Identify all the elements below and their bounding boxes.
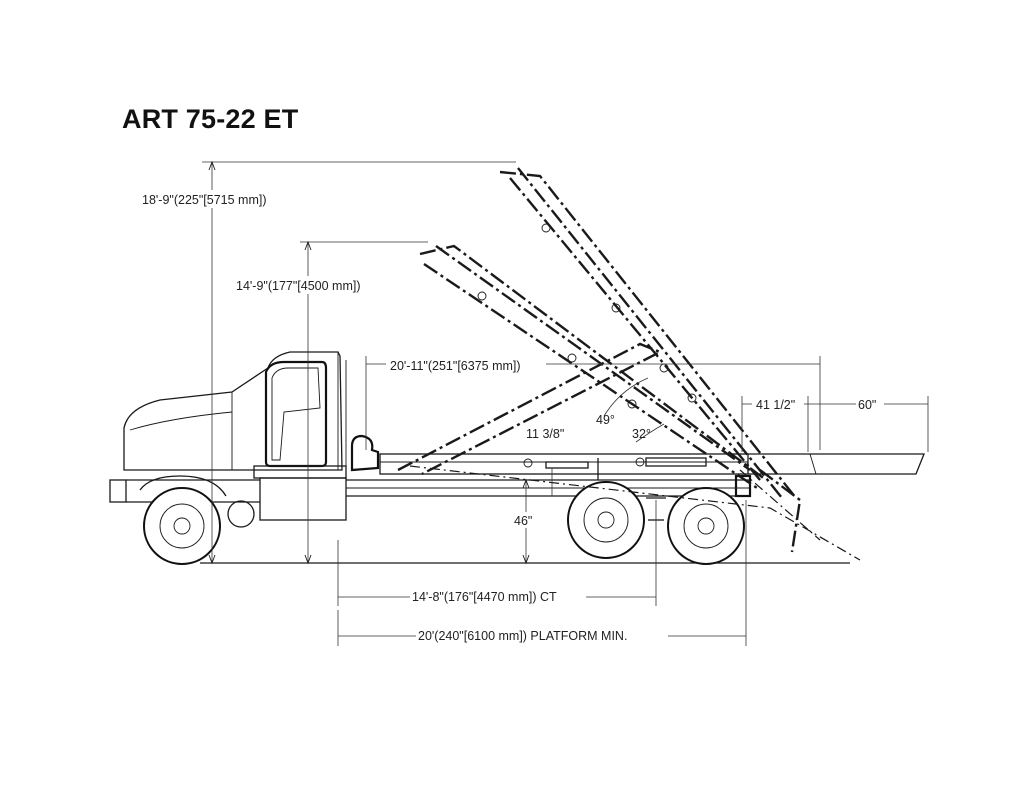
dim-frame-gap: 11 3/8": [526, 427, 564, 441]
dim-mid-height: 14'-9"(177"[4500 mm]): [236, 279, 361, 293]
dim-frame-height: 46": [514, 514, 532, 528]
dim-hook-reach: 20'-11"(251"[6375 mm]): [390, 359, 521, 373]
front-wheel: [143, 487, 221, 565]
front-hook: [350, 434, 380, 472]
dim-lines: [202, 160, 929, 646]
fuel-tank: [259, 477, 347, 521]
rear-wheel-2: [667, 487, 745, 565]
lift-arm-mid: [419, 244, 767, 491]
dim-overhang-b: 60": [858, 398, 876, 412]
hoist-platform: [350, 434, 925, 498]
dim-overhang-a: 41 1/2": [756, 398, 795, 412]
step-tank: [227, 500, 255, 528]
front-bumper: [109, 479, 127, 503]
dim-cab-to-tandem: 14'-8"(176"[4470 mm]) CT: [412, 590, 557, 604]
dim-platform-min: 20'(240"[6100 mm]) PLATFORM MIN.: [418, 629, 627, 643]
truck-cab: [109, 351, 347, 528]
lift-arm-high: [499, 167, 797, 499]
rear-wheel-1: [567, 481, 645, 559]
dim-angle-high: 49°: [596, 413, 615, 427]
dim-angle-low: 32°: [632, 427, 651, 441]
lift-arm-low: [397, 342, 861, 561]
page-title: ART 75-22 ET: [122, 104, 299, 134]
dim-max-height: 18'-9"(225"[5715 mm]): [142, 193, 267, 207]
